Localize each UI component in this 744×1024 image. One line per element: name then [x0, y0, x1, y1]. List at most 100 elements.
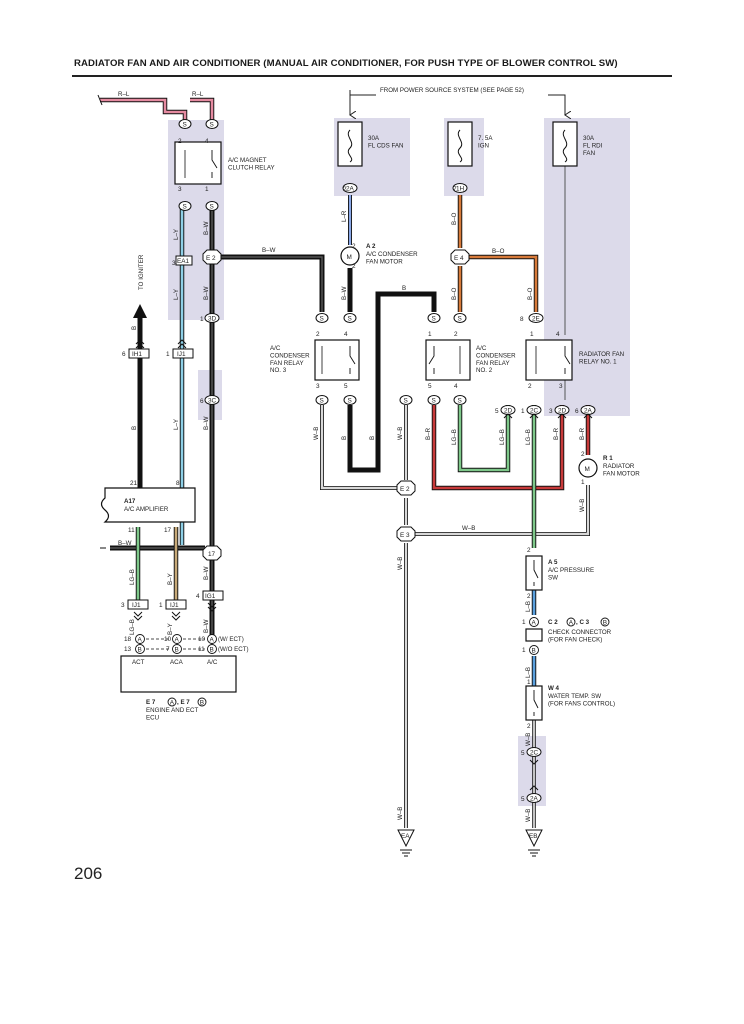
svg-text:B–W: B–W — [203, 566, 210, 580]
svg-text:B: B — [210, 647, 214, 654]
svg-text:L–B: L–B — [525, 667, 532, 678]
svg-text:L–Y: L–Y — [173, 419, 180, 430]
ecu-pin-ac: A/C — [207, 659, 218, 666]
junction-e3: E 3 — [396, 526, 416, 542]
ground-eb: EB — [525, 829, 543, 857]
wire-lgb-loop — [457, 405, 537, 548]
svg-text:A: A — [532, 620, 537, 627]
svg-text:S: S — [183, 122, 187, 129]
check-connector-name: CHECK CONNECTOR(FOR FAN CHECK) — [548, 629, 612, 643]
ground-ea: EA — [397, 829, 415, 857]
svg-text:4: 4 — [196, 593, 200, 600]
svg-text:IH1: IH1 — [132, 351, 142, 358]
svg-text:3: 3 — [316, 383, 320, 390]
svg-text:LG–B: LG–B — [499, 429, 506, 445]
w4-code: W 4 — [548, 685, 560, 692]
wect-label: (W/ ECT) — [218, 636, 244, 643]
svg-text:8: 8 — [176, 480, 180, 487]
svg-text:LG–B: LG–B — [129, 619, 136, 635]
svg-text:1: 1 — [205, 186, 209, 193]
svg-text:2: 2 — [528, 383, 532, 390]
svg-text:17: 17 — [164, 527, 172, 534]
svg-text:2: 2 — [178, 138, 182, 145]
svg-text:EA1: EA1 — [177, 258, 190, 265]
svg-text:1H: 1H — [456, 186, 465, 193]
svg-text:B: B — [131, 326, 138, 330]
a2-code: A 2 — [366, 243, 376, 250]
svg-text:S: S — [348, 398, 352, 405]
svg-text:3: 3 — [121, 602, 125, 609]
wire-wb-grey — [320, 405, 590, 828]
svg-text:IJ1: IJ1 — [170, 602, 179, 609]
svg-text:B–O: B–O — [527, 287, 534, 300]
svg-text:L–R: L–R — [341, 210, 348, 222]
svg-text:1: 1 — [159, 602, 163, 609]
svg-text:B–W: B–W — [262, 247, 276, 254]
svg-text:L–B: L–B — [525, 601, 532, 612]
svg-text:B: B — [532, 648, 536, 655]
svg-text:B–W: B–W — [203, 619, 210, 633]
svg-text:4: 4 — [205, 138, 209, 145]
svg-text:A: A — [210, 637, 215, 644]
svg-text:2: 2 — [454, 331, 458, 338]
svg-text:S: S — [348, 316, 352, 323]
svg-text:3: 3 — [549, 408, 553, 415]
svg-text:EB: EB — [529, 833, 538, 840]
svg-text:A: A — [138, 637, 143, 644]
svg-text:11: 11 — [128, 527, 135, 534]
woect-label: (W/O ECT) — [218, 646, 249, 653]
e7b-label: , E 7 — [177, 699, 190, 706]
svg-text:5: 5 — [495, 408, 499, 415]
svg-text:B: B — [200, 700, 204, 707]
svg-text:1: 1 — [527, 679, 531, 686]
svg-text:13: 13 — [124, 646, 132, 653]
svg-text:2C: 2C — [530, 750, 539, 757]
svg-text:E 2: E 2 — [206, 255, 216, 262]
svg-text:E 4: E 4 — [454, 255, 464, 262]
svg-text:1: 1 — [581, 479, 585, 486]
svg-text:B–R: B–R — [425, 427, 432, 440]
svg-text:1: 1 — [428, 331, 432, 338]
svg-text:S: S — [458, 398, 462, 405]
svg-text:S: S — [320, 316, 324, 323]
svg-text:B–W: B–W — [118, 540, 132, 547]
svg-text:3: 3 — [559, 383, 563, 390]
svg-text:11: 11 — [198, 646, 205, 653]
svg-text:2C: 2C — [530, 408, 539, 415]
svg-text:B: B — [603, 620, 607, 627]
a5-code: A 5 — [548, 559, 558, 566]
connector-chevrons — [133, 339, 593, 791]
inline-connectors: EA1 IH1 IJ1 IJ1 IJ1 IG1 — [127, 255, 224, 610]
svg-text:7: 7 — [453, 186, 457, 193]
page-title: RADIATOR FAN AND AIR CONDITIONER (MANUAL… — [74, 58, 618, 69]
svg-text:3C: 3C — [208, 398, 217, 405]
svg-text:S: S — [320, 398, 324, 405]
svg-text:2: 2 — [581, 451, 585, 458]
svg-text:2: 2 — [527, 593, 531, 600]
svg-text:M: M — [347, 254, 352, 261]
junction-17: 17 — [202, 545, 222, 561]
svg-text:W–B: W–B — [397, 427, 404, 440]
svg-text:10: 10 — [198, 636, 206, 643]
svg-text:2: 2 — [316, 331, 320, 338]
svg-text:LG–B: LG–B — [129, 569, 136, 585]
svg-text:2: 2 — [343, 186, 347, 193]
title-rule — [72, 75, 672, 77]
svg-text:10: 10 — [164, 636, 172, 643]
wire-bo-orange — [457, 195, 539, 312]
svg-text:5: 5 — [521, 750, 525, 757]
svg-text:S: S — [183, 204, 187, 211]
svg-text:5: 5 — [428, 383, 432, 390]
svg-text:6: 6 — [575, 408, 579, 415]
svg-text:1: 1 — [200, 316, 204, 323]
svg-text:21: 21 — [130, 480, 138, 487]
